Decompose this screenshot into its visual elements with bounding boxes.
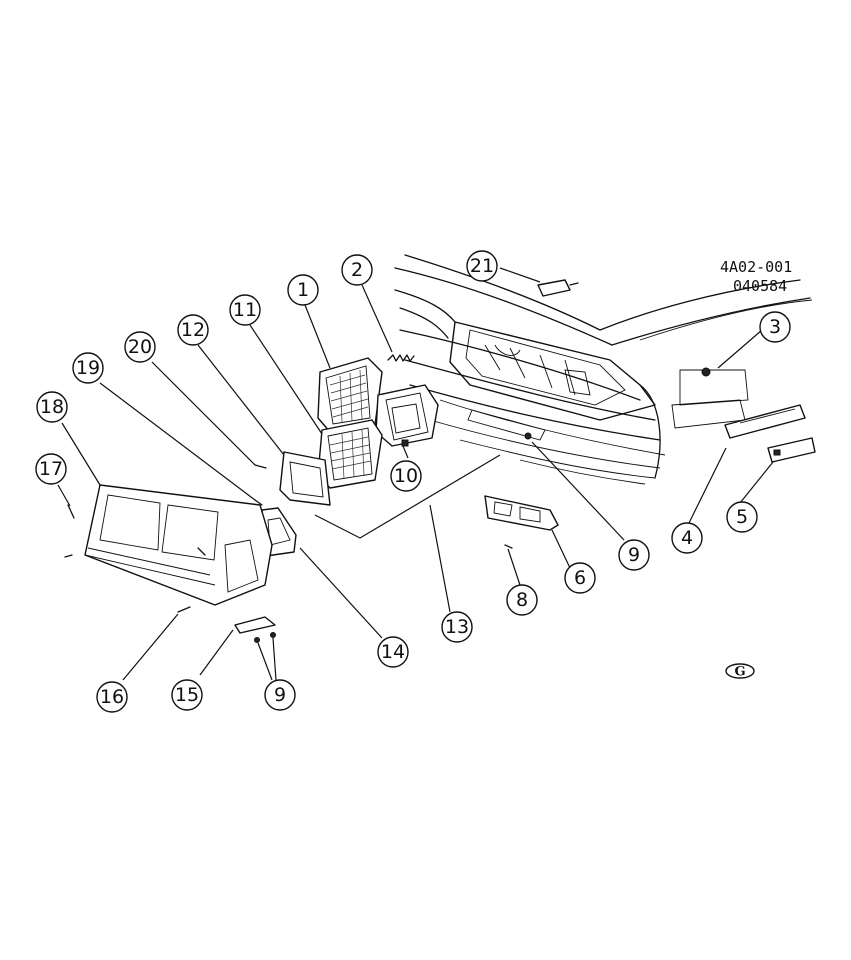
callout-16: 16	[96, 681, 128, 713]
drawing-code-line2: 040584	[733, 277, 787, 295]
svg-text:G: G	[734, 665, 745, 680]
callout-2: 2	[341, 254, 373, 286]
svg-text:21: 21	[470, 255, 494, 277]
callout-15: 15	[171, 679, 203, 711]
nut-9-upper	[524, 432, 532, 440]
callout-14: 14	[377, 636, 409, 668]
svg-text:4: 4	[681, 527, 693, 549]
callout-12: 12	[177, 314, 209, 346]
screw-8	[504, 544, 513, 549]
callout-10: 10	[390, 460, 422, 492]
svg-text:9: 9	[628, 544, 640, 566]
callout-13: 13	[441, 611, 473, 643]
trim-strip	[724, 404, 806, 439]
leader-lines	[57, 267, 774, 681]
marker-lamp	[767, 437, 816, 463]
drawing-code-line1: 4A02-001	[720, 258, 792, 276]
callout-4: 4	[671, 522, 703, 554]
svg-text:2: 2	[351, 259, 363, 281]
headlamp-bezel	[64, 484, 273, 606]
headlamp-lower	[317, 419, 383, 489]
wiring-connector	[537, 279, 579, 297]
screw-20	[254, 464, 267, 469]
svg-text:17: 17	[39, 458, 63, 480]
callout-6: 6	[564, 562, 596, 594]
svg-text:8: 8	[516, 589, 528, 611]
grommet	[701, 367, 711, 377]
svg-text:12: 12	[181, 319, 205, 341]
callout-9-upper: 9	[618, 539, 650, 571]
callout-18: 18	[36, 391, 68, 423]
svg-text:1: 1	[297, 279, 309, 301]
callout-21: 21	[466, 250, 498, 282]
callout-1: 1	[287, 274, 319, 306]
svg-text:18: 18	[40, 396, 64, 418]
svg-text:11: 11	[233, 299, 257, 321]
svg-text:20: 20	[128, 336, 152, 358]
headlamp-upper	[317, 357, 383, 433]
svg-text:5: 5	[736, 506, 748, 528]
brand-logo: G	[725, 663, 755, 680]
headlamp-retainer	[279, 451, 331, 506]
callout-9-lower: 9	[264, 679, 296, 711]
svg-text:15: 15	[175, 684, 199, 706]
svg-text:3: 3	[769, 316, 781, 338]
headlamp-housing	[375, 384, 439, 447]
svg-text:9: 9	[274, 684, 286, 706]
callouts: 1 2 3 4 5 6 8 9 10 11 12 13 14 15 16 9 1…	[35, 250, 791, 713]
svg-text:6: 6	[574, 567, 586, 589]
svg-text:13: 13	[445, 616, 469, 638]
callout-3: 3	[759, 311, 791, 343]
callout-11: 11	[229, 294, 261, 326]
front-lamp-assembly	[484, 495, 559, 531]
svg-text:19: 19	[76, 357, 100, 379]
screw-19	[254, 499, 263, 506]
svg-text:10: 10	[394, 465, 418, 487]
callout-17: 17	[35, 453, 67, 485]
callout-5: 5	[726, 501, 758, 533]
screw-17	[67, 504, 75, 519]
adjuster-spring	[387, 354, 415, 362]
parking-lamp	[234, 616, 276, 643]
callout-20: 20	[124, 331, 156, 363]
svg-text:16: 16	[100, 686, 124, 708]
callout-8: 8	[506, 584, 538, 616]
screw-16	[177, 606, 191, 613]
svg-text:14: 14	[381, 641, 405, 663]
callout-19: 19	[72, 352, 104, 384]
